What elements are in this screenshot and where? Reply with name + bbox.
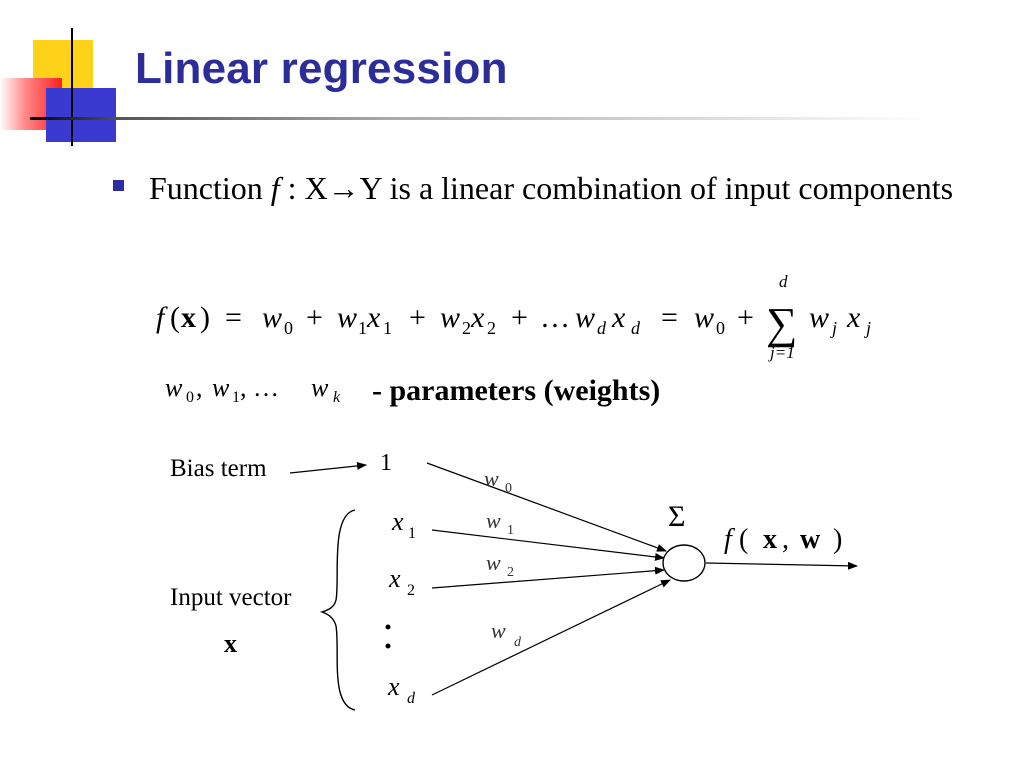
svg-text:2: 2 [507,565,514,580]
svg-text:x: x [181,301,196,334]
svg-text:(: ( [170,301,180,334]
svg-text:w: w [165,373,183,402]
blue-square-decoration [46,88,116,142]
svg-text:0: 0 [716,318,725,338]
svg-text:k: k [333,389,341,406]
svg-text:+: + [306,301,323,334]
svg-text:w: w [800,524,821,555]
page-title: Linear regression [135,44,508,93]
svg-text:=: = [661,301,678,334]
corner-decoration [0,0,140,150]
svg-text:x: x [763,524,777,555]
svg-text:…: … [540,301,570,334]
svg-text:,: , [782,524,789,555]
weight-arrow-wd [431,579,671,696]
input-vector-symbol: x [224,629,237,658]
svg-text:d: d [597,318,607,338]
svg-text:+: + [409,301,426,334]
svg-text:w: w [486,508,501,533]
output-arrow [705,561,858,570]
svg-text:x: x [846,301,861,334]
svg-text:x: x [387,672,400,701]
sum-lower-limit: j=1 [768,343,795,362]
svg-text:x: x [611,301,626,334]
svg-text:0: 0 [186,389,194,406]
svg-text:x: x [388,564,401,593]
sum-symbol: ∑ [766,299,797,348]
bias-value: 1 [380,450,392,476]
svg-text:,: , [196,373,203,402]
weight-arrow-w0 [426,462,667,552]
vertical-ellipsis [385,624,391,649]
svg-text:1: 1 [383,318,392,338]
svg-text:x: x [470,301,485,334]
svg-text:): ) [833,524,842,555]
input-brace [319,509,356,711]
svg-text:w: w [484,466,499,491]
svg-text:d: d [631,318,641,338]
svg-text:j: j [864,318,871,338]
svg-text:w: w [440,301,460,334]
sum-upper-limit: d [779,272,788,291]
svg-text:w: w [809,301,829,334]
svg-text:1: 1 [232,389,240,406]
svg-text:d: d [407,690,416,707]
svg-text:2: 2 [407,582,415,599]
bias-term-arrow [289,461,367,474]
svg-text:w: w [486,550,501,575]
svg-text:w: w [575,301,595,334]
svg-text:j: j [830,318,837,338]
svg-text:w: w [694,301,714,334]
svg-text:2: 2 [487,318,496,338]
input-vector-label: Input vector [170,584,292,611]
output-label: f ( x , w ) [724,524,842,555]
svg-text:(: ( [739,524,748,555]
svg-text:+: + [511,301,528,334]
svg-text:0: 0 [284,318,293,338]
svg-text:1: 1 [358,318,367,338]
svg-text:2: 2 [462,318,471,338]
svg-text:x: x [366,301,381,334]
bullet-square-icon [113,180,124,191]
weight-arrow-w2 [431,566,665,589]
svg-text:w: w [311,373,329,402]
svg-text:): ) [200,301,210,334]
svg-text:x: x [391,507,404,536]
svg-text:0: 0 [505,481,512,496]
bias-term-label: Bias term [170,455,267,482]
svg-text:, …: , … [240,373,279,402]
svg-text:f: f [724,524,735,555]
svg-text:=: = [225,301,242,334]
svg-text:w: w [491,618,506,643]
svg-text:+: + [737,301,754,334]
vertical-rule-decoration [71,28,73,146]
svg-text:w: w [212,373,230,402]
svg-text:1: 1 [507,523,514,538]
svg-text:d: d [514,635,522,650]
parameters-label: - parameters (weights) [372,374,660,407]
summation-node [662,544,706,582]
weight-arrow-w1 [431,529,665,561]
svg-text:f: f [156,301,168,334]
bullet-text: Function f : X→Y is a linear combination… [149,170,954,206]
summation-symbol: Σ [668,500,685,533]
title-underline [30,117,930,120]
svg-text:1: 1 [408,525,416,542]
svg-text:w: w [337,301,357,334]
svg-text:w: w [262,301,282,334]
